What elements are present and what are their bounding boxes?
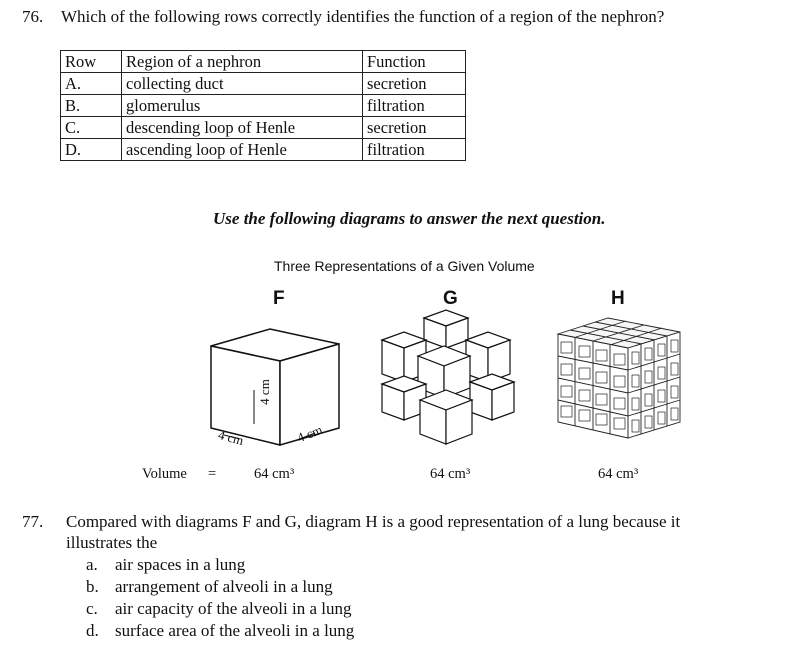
table-cell: D. [60, 138, 122, 161]
option-c-text[interactable]: air capacity of the alveoli in a lung [115, 599, 352, 618]
option-b-text[interactable]: arrangement of alveoli in a lung [115, 577, 333, 596]
option-a-letter: a. [86, 555, 98, 574]
table-header: Region of a nephron [121, 50, 363, 73]
equals-sign: = [208, 466, 217, 482]
table-row: A. collecting duct secretion [60, 72, 466, 95]
question-76-number: 76. [22, 7, 44, 26]
option-d-letter: d. [86, 621, 99, 640]
table-cell: filtration [362, 94, 466, 117]
diagram-label-f: F [273, 288, 285, 309]
table-cell: secretion [362, 116, 466, 139]
table-row: C. descending loop of Henle secretion [60, 116, 466, 139]
instruction-text: Use the following diagrams to answer the… [213, 209, 606, 228]
cube-h-diagram [556, 317, 681, 439]
volume-f: 64 cm³ [254, 466, 295, 482]
option-b-letter: b. [86, 577, 99, 596]
table-cell: filtration [362, 138, 466, 161]
volume-label: Volume [142, 466, 187, 482]
nephron-table: Row Region of a nephron Function A. coll… [60, 50, 466, 161]
option-d-text[interactable]: surface area of the alveoli in a lung [115, 621, 355, 640]
option-a-text[interactable]: air spaces in a lung [115, 555, 246, 574]
question-76-text: Which of the following rows correctly id… [61, 7, 665, 26]
table-cell: C. [60, 116, 122, 139]
question-77-text-line2: illustrates the [66, 533, 158, 552]
diagram-title: Three Representations of a Given Volume [274, 258, 535, 274]
question-77-number: 77. [22, 512, 44, 531]
table-header: Row [60, 50, 122, 73]
table-cell: ascending loop of Henle [121, 138, 363, 161]
cube-f-diagram [210, 328, 340, 446]
diagram-label-g: G [443, 288, 458, 309]
question-77-text-line1: Compared with diagrams F and G, diagram … [66, 512, 681, 531]
table-cell: glomerulus [121, 94, 363, 117]
table-row: B. glomerulus filtration [60, 94, 466, 117]
diagram-label-h: H [611, 288, 625, 309]
volume-g: 64 cm³ [430, 466, 471, 482]
table-cell: B. [60, 94, 122, 117]
table-header: Function [362, 50, 466, 73]
table-cell: A. [60, 72, 122, 95]
table-cell: secretion [362, 72, 466, 95]
table-row: D. ascending loop of Henle filtration [60, 138, 466, 161]
table-cell: descending loop of Henle [121, 116, 363, 139]
option-c-letter: c. [86, 599, 98, 618]
cube-g-diagram [380, 309, 516, 445]
dimension-vertical-label: 4 cm [257, 379, 272, 405]
table-header-row: Row Region of a nephron Function [60, 50, 466, 73]
table-cell: collecting duct [121, 72, 363, 95]
volume-h: 64 cm³ [598, 466, 639, 482]
